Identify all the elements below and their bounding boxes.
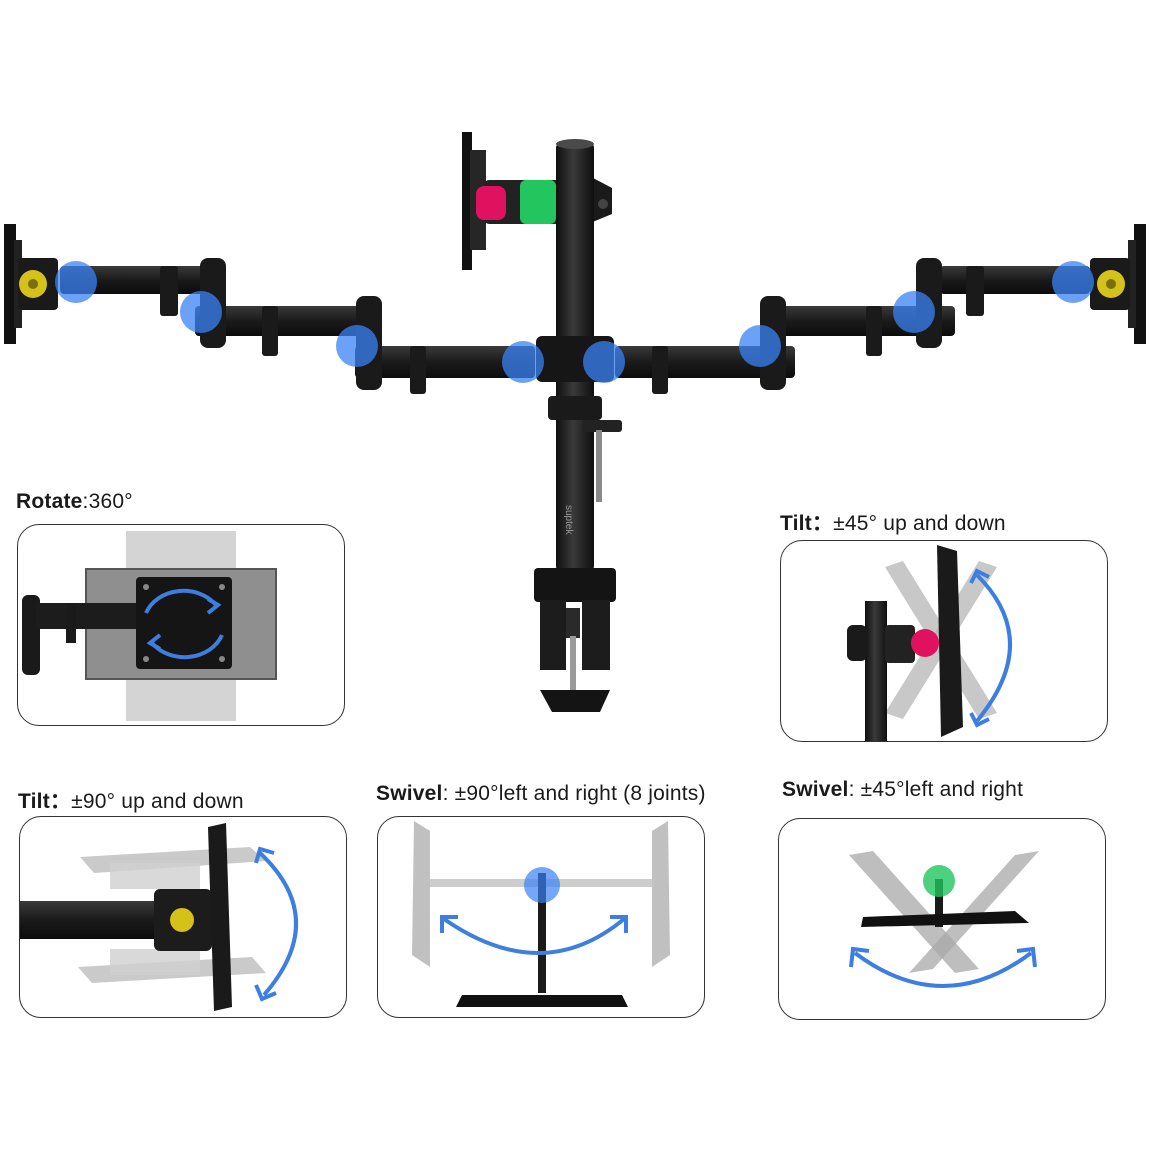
swivel-knob	[923, 865, 955, 897]
rotate-term: Rotate	[16, 490, 83, 513]
center-pole: suptek	[536, 139, 622, 572]
swivel90-panel	[377, 816, 705, 1018]
tilt45-arrow	[975, 573, 1012, 723]
ghost-swivel-left	[849, 851, 979, 973]
swivel45-arrow	[853, 951, 1033, 988]
rotate-arrow-bottom	[150, 634, 224, 660]
tilt90-panel	[19, 816, 347, 1018]
center-vesa-mount	[462, 132, 612, 270]
ghost-left-monitor	[412, 821, 430, 967]
swivel90-value: : ±90°left and right (8 joints)	[442, 782, 706, 805]
left-vesa-plate	[4, 224, 58, 344]
joint-highlight	[739, 325, 781, 367]
brand-mark: suptek	[563, 505, 574, 535]
joint-highlight	[336, 325, 378, 367]
joint-highlights	[55, 261, 1094, 383]
tilt90-term: Tilt：	[18, 790, 72, 813]
swivel90-term: Swivel	[376, 782, 443, 805]
tilt90-caption: Tilt：±90° up and down	[18, 785, 244, 815]
swivel-joint-highlight	[524, 867, 560, 903]
joint-highlight	[502, 341, 544, 383]
vesa-knob	[170, 908, 194, 932]
right-vesa-plate	[1090, 224, 1146, 344]
tilt90-arm	[20, 901, 170, 939]
swivel90-caption: Swivel: ±90°left and right (8 joints)	[376, 782, 706, 806]
left-arm	[60, 258, 535, 394]
swivel90-base-monitor	[456, 995, 628, 1007]
swivel45-value: : ±45°left and right	[848, 778, 1024, 801]
rotate-panel	[17, 524, 345, 726]
swivel90-pole	[538, 873, 546, 993]
tilt90-value: ±90° up and down	[71, 790, 244, 813]
tilt45-panel	[780, 540, 1108, 742]
rotate-caption: Rotate:360°	[16, 490, 133, 514]
tilt90-monitor	[208, 823, 232, 1011]
joint-highlight	[583, 341, 625, 383]
swivel90-arrow	[442, 917, 626, 955]
swivel45-term: Swivel	[782, 778, 849, 801]
joint-highlight	[180, 291, 222, 333]
desk-clamp	[534, 568, 616, 712]
tilt-monitor	[937, 545, 963, 737]
joint-highlight	[1052, 261, 1094, 303]
tilt-pole	[865, 601, 887, 741]
right-arm	[615, 258, 1090, 394]
tilt-knob	[911, 629, 939, 657]
joint-highlight	[55, 261, 97, 303]
swivel45-caption: Swivel: ±45°left and right	[782, 778, 1023, 802]
joint-highlight	[893, 291, 935, 333]
tilt45-caption: Tilt：±45° up and down	[780, 507, 1006, 537]
tilt90-arrow	[258, 851, 298, 997]
rotate-arrow-top	[144, 588, 218, 614]
swivel45-panel	[778, 818, 1106, 1020]
tilt45-value: ±45° up and down	[833, 512, 1006, 535]
ghost-swivel-right	[909, 851, 1039, 973]
rotate-value: :360°	[82, 490, 133, 513]
tilt45-term: Tilt：	[780, 512, 834, 535]
swivel45-monitor	[861, 911, 1029, 927]
ghost-right-monitor	[652, 821, 670, 967]
